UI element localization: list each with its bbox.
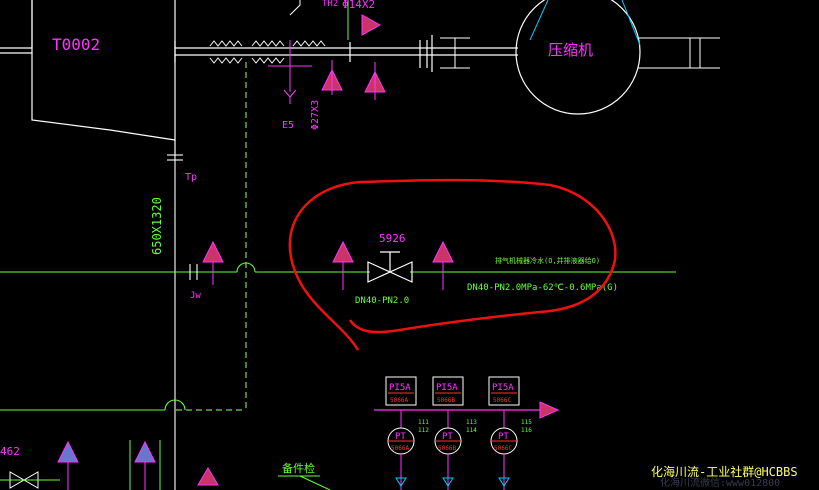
- flow-arrow-mid-3: [432, 240, 454, 290]
- instrument-top-num: 5066A: [390, 397, 408, 404]
- instrument-pt-num: 5066C: [494, 445, 512, 452]
- flow-arrow-low-3: [197, 467, 219, 486]
- flow-arrow-low-1: [57, 440, 79, 490]
- flow-arrow-low-2: [134, 440, 156, 490]
- drain-pipe-size: Φ27X3: [310, 100, 321, 130]
- instrument-top-tag: PI5A: [492, 383, 514, 393]
- instrument-side-num: 114: [466, 427, 477, 434]
- instrument-side-num: 112: [418, 427, 429, 434]
- watermark-ghost: 化海川流微信:www012800: [660, 476, 780, 489]
- line-spec: DN40-PN2.0MPa-62℃-0.6MPa(G): [467, 283, 618, 293]
- flow-arrow-top-3: [364, 62, 386, 100]
- line-note: 排气机械器冷水(O,并排液器给O): [495, 256, 600, 265]
- instrument-pt-tag: PT: [395, 432, 406, 442]
- flow-arrow-top-2: [321, 60, 343, 95]
- tp-label: Tp: [185, 172, 197, 183]
- instrument-group[interactable]: PI5A 5066B PT 5066B: [432, 376, 464, 490]
- tank-tag: T0002: [52, 35, 100, 54]
- left-tag: 462: [0, 445, 20, 458]
- watermark: 化海川流-工业社群@HCBBS: [651, 464, 798, 479]
- flow-arrow-mid-1: [202, 240, 224, 285]
- jw-label: Jw: [190, 291, 201, 301]
- flow-arrow-top-1: [361, 14, 382, 36]
- compressor-label: 压缩机: [548, 41, 593, 59]
- instrument-group[interactable]: PI5A 5066A PT 5066A: [385, 376, 417, 490]
- tank-t0002[interactable]: [0, 0, 176, 155]
- valve-size: DN40-PN2.0: [355, 296, 409, 306]
- instrument-pt-num: 5066A: [391, 445, 409, 452]
- top-pipe-size: Φ14X2: [342, 0, 375, 11]
- instrument-side-num: 116: [521, 427, 532, 434]
- compressor[interactable]: [440, 0, 720, 115]
- flow-arrow-mid-2: [332, 240, 354, 290]
- drain-branch: [268, 40, 312, 104]
- instrument-pt-tag: PT: [498, 432, 509, 442]
- instrument-side-num: 115: [521, 419, 532, 426]
- valve-tag: 5926: [379, 232, 406, 245]
- instrument-top-num: 5066C: [493, 397, 511, 404]
- valve-5926[interactable]: [367, 251, 413, 283]
- revision-cloud: [288, 178, 617, 351]
- jw-flange: [189, 264, 198, 280]
- instrument-pt-tag: PT: [442, 432, 453, 442]
- main-shaft: [174, 35, 518, 72]
- instrument-side-num: 111: [418, 419, 429, 426]
- instrument-top-tag: PI5A: [389, 383, 411, 393]
- instrument-side-num: 113: [466, 419, 477, 426]
- vertical-pipe[interactable]: [167, 154, 183, 490]
- instrument-group[interactable]: PI5A 5066C PT 5066C: [488, 376, 520, 490]
- instrument-pt-num: 5066B: [438, 445, 456, 452]
- bottom-label: 备件检: [282, 461, 315, 475]
- instrument-top-tag: PI5A: [436, 383, 458, 393]
- top-pipe-prefix: TH2: [322, 0, 338, 9]
- bellows-expansion-joints: [209, 40, 326, 64]
- instrument-root-valves: [395, 477, 510, 487]
- vertical-pipe-size: 650X1320: [150, 197, 164, 255]
- drain-tag: E5: [282, 120, 294, 131]
- instrument-top-num: 5066B: [437, 397, 455, 404]
